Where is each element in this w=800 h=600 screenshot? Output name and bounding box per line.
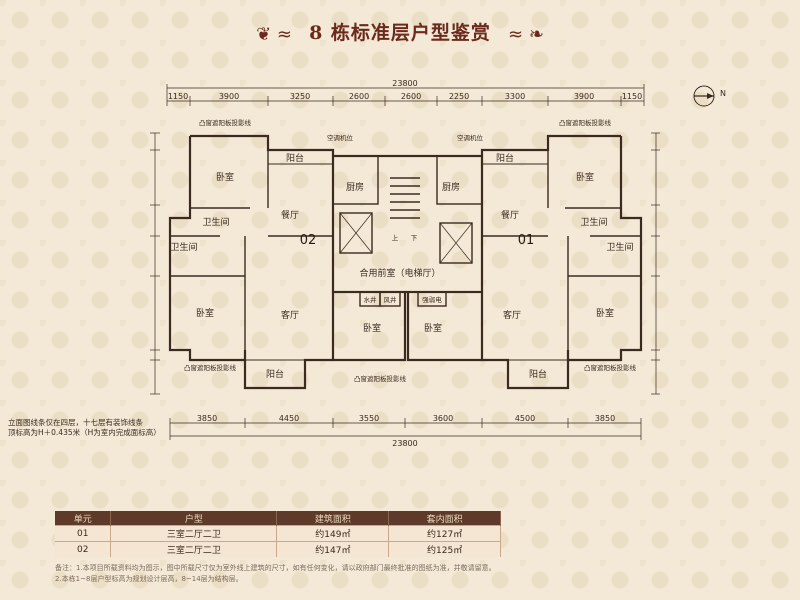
room-balcony-r2: 阳台 bbox=[529, 368, 547, 380]
unit-label-02: 02 bbox=[300, 233, 317, 248]
bottom-dim-1: 3850 bbox=[197, 414, 217, 423]
bottom-dim-2: 4450 bbox=[279, 414, 299, 423]
cell-type: 三室二厅二卫 bbox=[110, 541, 278, 557]
top-total-label: 23800 bbox=[392, 79, 417, 88]
page-title: 8 栋标准层户型鉴赏 bbox=[309, 22, 491, 44]
area-table-header: 单元 户型 建筑面积 套内面积 bbox=[55, 511, 501, 526]
footnote: 备注：1.本项目所载资料均为图示，图中所载尺寸仅为室外线上建筑的尺寸，如有任何变… bbox=[55, 563, 785, 585]
room-bedroom-l1: 卧室 bbox=[216, 171, 234, 183]
area-table: 单元 户型 建筑面积 套内面积 01 三室二厅二卫 约149㎡ 约127㎡ 02… bbox=[55, 511, 501, 557]
left-dim-3: 1650 bbox=[150, 211, 151, 231]
left-dim-2: 3700 bbox=[150, 168, 151, 188]
stair-down: 下 bbox=[411, 234, 418, 242]
room-bath-l2: 卫生间 bbox=[170, 241, 197, 253]
cell-net-area: 约125㎡ bbox=[388, 541, 501, 557]
flourish-right-icon: ≈ ❧ bbox=[508, 24, 544, 45]
top-dimensions bbox=[166, 84, 645, 106]
header-type: 户型 bbox=[110, 511, 278, 526]
room-balcony-l1: 阳台 bbox=[286, 152, 304, 164]
room-kitchen-r: 厨房 bbox=[442, 181, 460, 193]
room-balcony-l2: 阳台 bbox=[266, 368, 284, 380]
left-dim-7: 2000 bbox=[150, 368, 151, 388]
ac-label-r: 空调机位 bbox=[457, 133, 484, 142]
balconies bbox=[244, 149, 569, 389]
interior-walls bbox=[170, 150, 641, 360]
cell-unit: 01 bbox=[55, 525, 112, 542]
header-unit: 单元 bbox=[55, 511, 112, 526]
left-dim-4: 2550 bbox=[150, 246, 151, 266]
top-dim-7: 3300 bbox=[505, 92, 525, 101]
elevation-note-2: 顶标高为H＋0.435米（H为室内完成面标高） bbox=[8, 428, 161, 437]
elevation-note: 立面图线条仅在四层，十七层有装饰线条 顶标高为H＋0.435米（H为室内完成面标… bbox=[8, 418, 168, 438]
ac-note-tl: 凸窗遮阳板投影线 bbox=[199, 118, 252, 127]
top-dim-3: 3250 bbox=[290, 92, 310, 101]
left-dim-5: 4750 bbox=[150, 303, 151, 323]
elevation-note-1: 立面图线条仅在四层，十七层有装饰线条 bbox=[8, 418, 143, 427]
ac-note-bl: 凸窗遮阳板投影线 bbox=[184, 363, 237, 372]
unit-label-01: 01 bbox=[518, 233, 535, 248]
top-dim-4: 2600 bbox=[349, 92, 369, 101]
right-dimensions bbox=[651, 132, 660, 395]
room-wind: 风井 bbox=[384, 295, 398, 304]
footnote-line-2: 2.本栋1~8层户型标高为规划设计层高，8~14层为结构层。 bbox=[55, 575, 243, 583]
room-dining-l: 餐厅 bbox=[281, 209, 299, 221]
ac-label-l: 空调机位 bbox=[327, 133, 354, 142]
elevator-crosses bbox=[339, 212, 473, 264]
cell-net-area: 约127㎡ bbox=[388, 525, 501, 542]
room-strong-weak: 强弱电 bbox=[422, 295, 442, 304]
compass-label: N bbox=[720, 89, 726, 98]
top-dim-5: 2600 bbox=[401, 92, 421, 101]
bottom-dim-4: 3600 bbox=[433, 414, 453, 423]
top-dim-6: 2250 bbox=[449, 92, 469, 101]
room-bath-r1: 卫生间 bbox=[580, 216, 607, 228]
room-living-l: 客厅 bbox=[281, 309, 299, 321]
room-balcony-r1: 阳台 bbox=[496, 152, 514, 164]
room-dining-r: 餐厅 bbox=[501, 209, 519, 221]
room-kitchen-l: 厨房 bbox=[346, 181, 364, 193]
room-water: 水井 bbox=[364, 295, 378, 304]
compass-icon: N bbox=[693, 85, 726, 107]
left-dimensions bbox=[150, 132, 160, 395]
room-bath-l1: 卫生间 bbox=[202, 216, 229, 228]
bottom-dimensions bbox=[169, 418, 642, 440]
stair-up: 上 bbox=[392, 233, 399, 242]
room-bedroom-l2: 卧室 bbox=[196, 307, 214, 319]
table-row: 01 三室二厅二卫 约149㎡ 约127㎡ bbox=[55, 525, 501, 542]
footnote-line-1: 备注：1.本项目所载资料均为图示，图中所载尺寸仅为室外线上建筑的尺寸，如有任何变… bbox=[55, 564, 496, 572]
floor-plan: 23800 1150 3900 3250 2600 2600 2250 3300… bbox=[150, 79, 660, 448]
cell-type: 三室二厅二卫 bbox=[110, 525, 278, 542]
left-dim-6: 400 bbox=[150, 348, 151, 363]
table-row: 02 三室二厅二卫 约147㎡ 约125㎡ bbox=[55, 541, 501, 557]
ac-note-bc: 凸窗遮阳板投影线 bbox=[354, 374, 407, 383]
top-dim-8: 3900 bbox=[574, 92, 594, 101]
top-dim-9: 1150 bbox=[622, 92, 642, 101]
flourish-left-icon: ❦ ≈ bbox=[256, 24, 292, 45]
cell-gross-area: 约149㎡ bbox=[276, 525, 390, 542]
room-bedroom-r3: 卧室 bbox=[424, 322, 442, 334]
building-walls bbox=[168, 134, 643, 390]
bottom-dim-6: 3850 bbox=[595, 414, 615, 423]
header-gross-area: 建筑面积 bbox=[276, 511, 390, 526]
room-living-r: 客厅 bbox=[503, 309, 521, 321]
room-bath-r2: 卫生间 bbox=[606, 241, 633, 253]
title-bar: ❦ ≈ 8 栋标准层户型鉴赏 ≈ ❧ bbox=[0, 18, 800, 45]
cell-gross-area: 约147㎡ bbox=[276, 541, 390, 557]
room-bedroom-l3: 卧室 bbox=[363, 322, 381, 334]
room-lobby: 合用前室（电梯厅） bbox=[359, 267, 440, 279]
left-dim-1: 700 bbox=[150, 134, 151, 149]
top-dim-1: 1150 bbox=[168, 92, 188, 101]
room-bedroom-r1: 卧室 bbox=[576, 171, 594, 183]
cell-unit: 02 bbox=[55, 541, 112, 557]
ac-note-tr: 凸窗遮阳板投影线 bbox=[559, 118, 612, 127]
compass: N bbox=[688, 84, 732, 112]
header-net-area: 套内面积 bbox=[388, 511, 501, 526]
bottom-dim-3: 3550 bbox=[359, 414, 379, 423]
top-dim-2: 3900 bbox=[219, 92, 239, 101]
bottom-total-label: 23800 bbox=[392, 439, 417, 448]
ac-note-br: 凸窗遮阳板投影线 bbox=[584, 363, 637, 372]
bottom-dim-5: 4500 bbox=[515, 414, 535, 423]
room-bedroom-r2: 卧室 bbox=[596, 307, 614, 319]
